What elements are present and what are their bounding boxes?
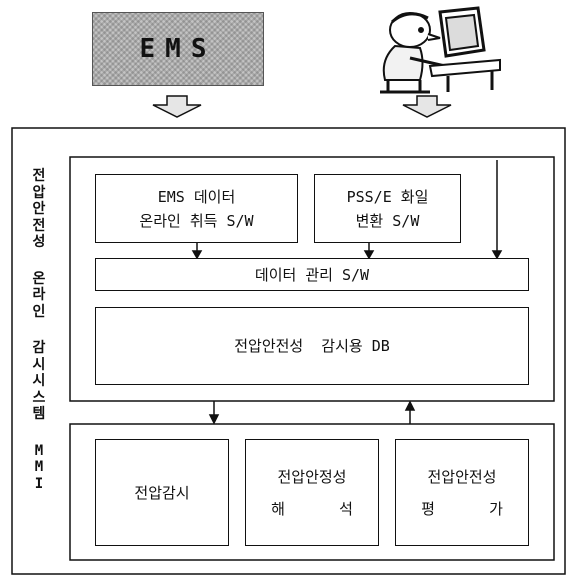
sidebar-char: 압 — [33, 185, 46, 202]
stability-evaluation-box: 전압안전성 평 가 — [395, 439, 529, 546]
person-at-computer-icon — [380, 8, 500, 92]
sidebar-char: 안 — [33, 201, 46, 218]
sidebar-char: 템 — [33, 406, 46, 423]
monitoring-db-box: 전압안전성 감시용 DB — [95, 307, 529, 385]
data-management-box: 데이터 관리 S/W — [95, 258, 529, 291]
ems-acquire-line2: 온라인 취득 S/W — [139, 209, 253, 233]
sidebar-char: I — [35, 476, 43, 493]
ems-acquire-line1: EMS 데이터 — [158, 185, 236, 209]
ems-acquire-box: EMS 데이터 온라인 취득 S/W — [95, 174, 298, 243]
voltage-monitor-box: 전압감시 — [95, 439, 229, 546]
sidebar-char: 성 — [33, 234, 46, 251]
sidebar-char: 전 — [33, 218, 46, 235]
pss-convert-line2: 변환 S/W — [356, 209, 420, 233]
sidebar-char: 라 — [33, 287, 46, 304]
monitoring-db-label: 전압안전성 감시용 DB — [234, 334, 390, 358]
data-management-label: 데이터 관리 S/W — [255, 263, 369, 287]
sidebar-char: 감 — [33, 340, 46, 357]
stability-evaluation-line1: 전압안전성 — [427, 465, 496, 489]
pss-convert-box: PSS/E 화일 변환 S/W — [314, 174, 461, 243]
hollow-down-arrow-icon — [403, 96, 451, 117]
sidebar-char: 전 — [33, 168, 46, 185]
sidebar-char: M — [35, 459, 43, 476]
stability-analysis-box: 전압안정성 해 석 — [245, 439, 379, 546]
stability-evaluation-line2: 평 가 — [421, 497, 503, 521]
voltage-monitor-label: 전압감시 — [134, 481, 189, 505]
sidebar-char: 온 — [33, 271, 46, 288]
sidebar-char: 시 — [33, 373, 46, 390]
sidebar-char: M — [35, 443, 43, 460]
stability-analysis-line2: 해 석 — [271, 497, 353, 521]
stability-analysis-line1: 전압안정성 — [277, 465, 346, 489]
sidebar-char: 스 — [33, 390, 46, 407]
hollow-down-arrow-icon — [153, 96, 201, 117]
sidebar-char: 인 — [33, 304, 46, 321]
sidebar-char: 시 — [33, 357, 46, 374]
pss-convert-line1: PSS/E 화일 — [347, 185, 429, 209]
